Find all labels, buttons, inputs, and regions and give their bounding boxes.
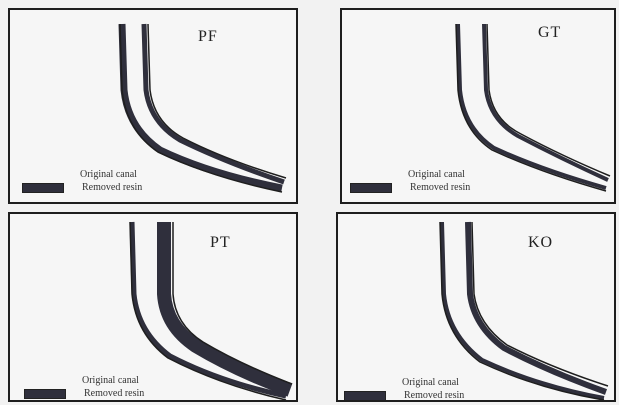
panel-label-ko: KO — [528, 234, 553, 252]
canal-outline-left — [456, 24, 606, 191]
removed-resin-left-wall — [132, 222, 286, 396]
legend-pt: Original canal Removed resin — [24, 374, 144, 400]
legend-removed-resin: Removed resin — [404, 389, 464, 402]
legend-original-canal: Original canal — [24, 374, 144, 387]
legend-pf: Original canal Removed resin — [22, 168, 142, 194]
panel-pt: PT Original canal Removed resin — [8, 212, 298, 402]
removed-resin-swatch — [22, 183, 64, 193]
panel-pf: PF Original canal Removed resin — [8, 8, 298, 204]
legend-ko: Original canal Removed resin — [344, 376, 464, 402]
removed-resin-right-wall — [484, 24, 608, 180]
panel-label-gt: GT — [538, 24, 561, 42]
canal-drawing-ko — [338, 214, 614, 400]
legend-removed-resin: Removed resin — [410, 181, 470, 194]
legend-removed-row: Removed resin — [24, 387, 144, 400]
legend-removed-resin: Removed resin — [84, 387, 144, 400]
legend-removed-row: Removed resin — [350, 181, 470, 194]
canal-outline-left — [440, 222, 604, 400]
removed-resin-swatch — [344, 391, 386, 401]
panel-ko: KO Original canal Removed resin — [336, 212, 616, 402]
legend-gt: Original canal Removed resin — [350, 168, 470, 194]
removed-resin-swatch — [24, 389, 66, 399]
canal-drawing-pt — [10, 214, 296, 400]
legend-removed-resin: Removed resin — [82, 181, 142, 194]
panel-label-pt: PT — [210, 234, 231, 252]
legend-removed-row: Removed resin — [344, 389, 464, 402]
panel-label-pf: PF — [198, 28, 218, 46]
panel-gt: GT Original canal Removed resin — [340, 8, 616, 204]
removed-resin-swatch — [350, 183, 392, 193]
removed-resin-left-wall — [458, 24, 606, 188]
legend-removed-row: Removed resin — [22, 181, 142, 194]
removed-resin-right-wall — [144, 24, 284, 182]
legend-original-canal: Original canal — [22, 168, 142, 181]
legend-original-canal: Original canal — [344, 376, 464, 389]
legend-original-canal: Original canal — [350, 168, 470, 181]
